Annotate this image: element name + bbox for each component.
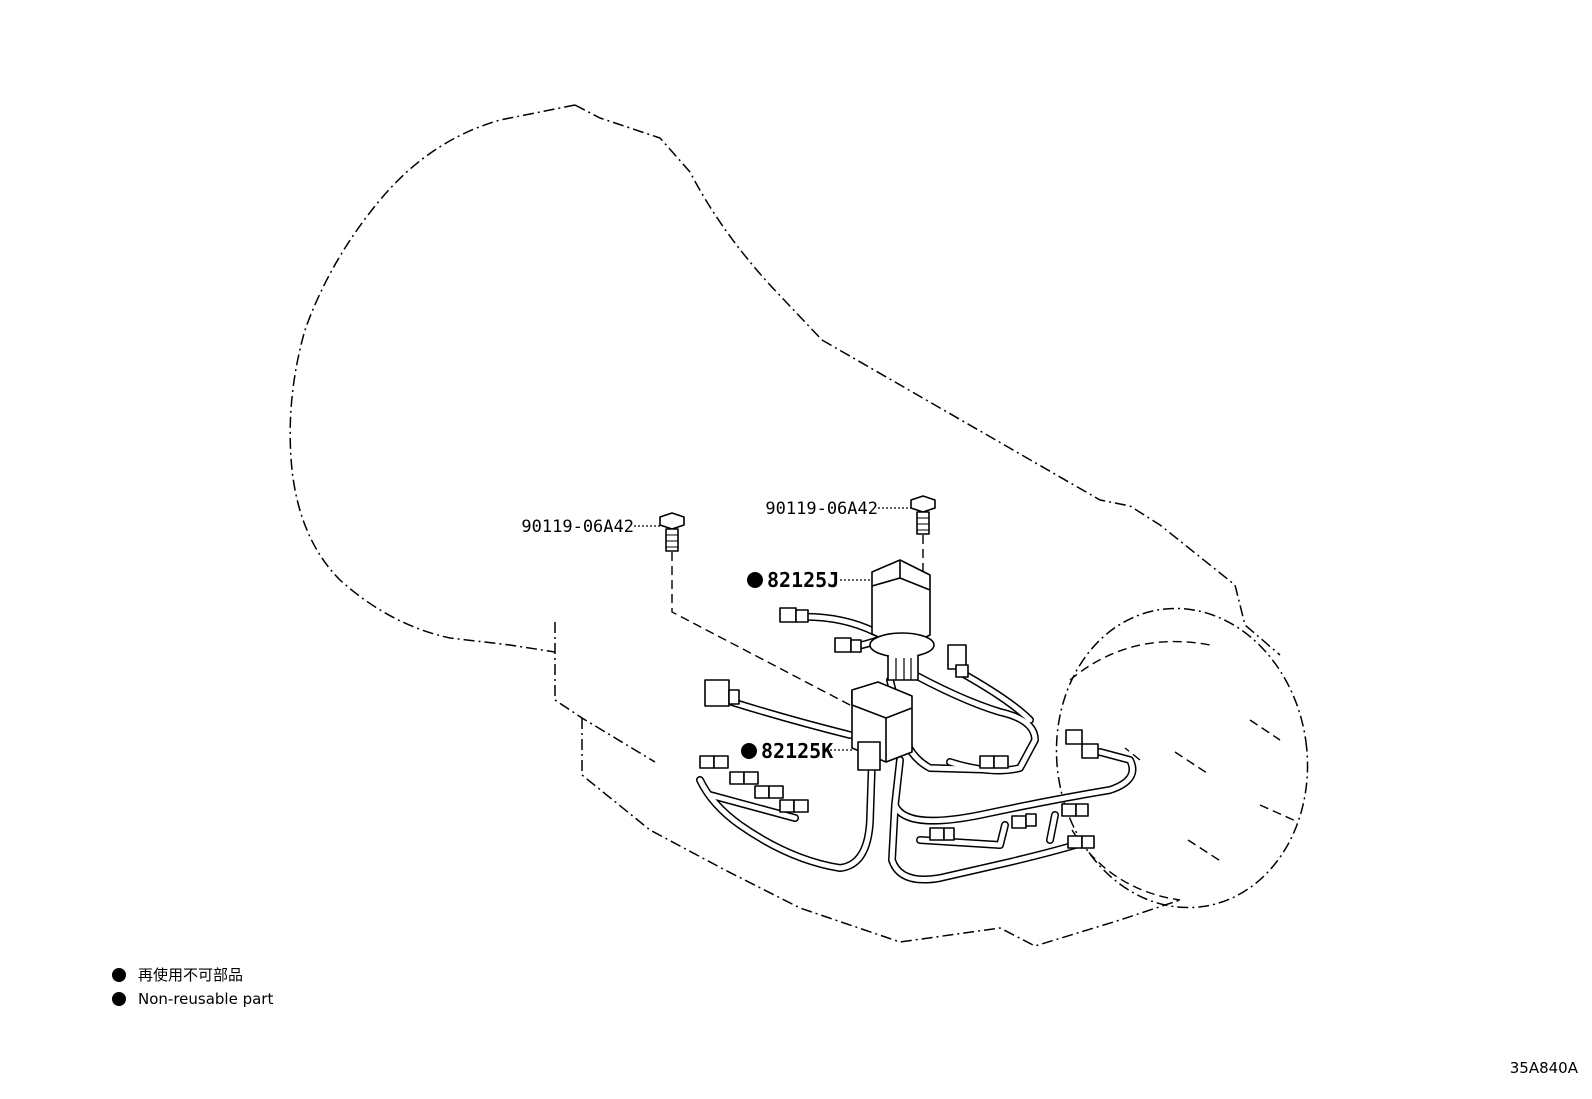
connector-icon: [704, 679, 740, 707]
callout-part-82125k[interactable]: 82125K: [761, 739, 833, 763]
callout-bolt-right[interactable]: 90119-06A42: [765, 499, 878, 519]
legend-ja-text: 再使用不可部品: [138, 966, 244, 984]
legend-en-text: Non-reusable part: [138, 990, 274, 1008]
transmission-outline: [289, 104, 1309, 947]
connector-icon: [754, 785, 784, 799]
bolt-left-icon[interactable]: [659, 512, 685, 552]
drawing-code: 35A840A: [1509, 1059, 1578, 1077]
non-reusable-marker-j: [747, 572, 763, 588]
filled-circle-icon: [112, 967, 126, 982]
connector-icon: [1011, 813, 1037, 829]
filled-circle-icon: [112, 992, 126, 1006]
small-connectors: [699, 607, 1099, 849]
connector-icon: [699, 755, 729, 769]
connector-icon: [834, 637, 862, 653]
legend-japanese: 再使用不可部品: [112, 964, 243, 985]
connector-82125k-icon[interactable]: [851, 681, 913, 771]
bolt-right-icon[interactable]: [910, 495, 936, 535]
connector-icon: [929, 827, 955, 841]
connector-icon: [1067, 835, 1095, 849]
legend-english: Non-reusable part: [112, 990, 273, 1008]
connector-icon: [1061, 803, 1089, 817]
connector-icon: [779, 799, 809, 813]
callout-part-82125j[interactable]: 82125J: [767, 568, 839, 592]
connector-82125j-icon[interactable]: [869, 559, 935, 681]
connector-icon: [779, 607, 809, 623]
connector-icon: [729, 771, 759, 785]
connector-icon: [979, 755, 1009, 769]
callout-bolt-left[interactable]: 90119-06A42: [521, 517, 634, 537]
non-reusable-marker-k: [741, 743, 757, 759]
connector-icon: [947, 644, 969, 678]
connector-icon: [1065, 729, 1099, 759]
leader-lines: [634, 507, 911, 751]
